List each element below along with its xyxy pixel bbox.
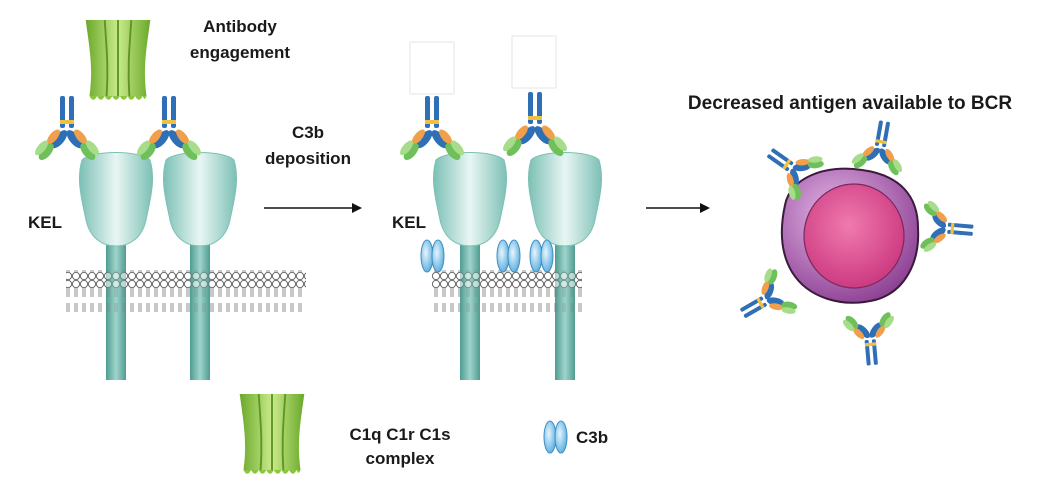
panel-c3b-deposition: KEL — [392, 35, 603, 381]
legend-c1-complex-icon — [238, 393, 306, 475]
c1-complex-engaged — [84, 19, 152, 101]
panel-decreased-antigen: Decreased antigen available to BCR — [688, 93, 1012, 368]
kel-label-left: KEL — [28, 213, 62, 232]
antibody-engagement-label-2: engagement — [190, 43, 290, 62]
legend-c3b-label: C3b — [576, 428, 608, 447]
cell-nucleus — [803, 183, 905, 289]
antibody-middle-1 — [397, 96, 467, 164]
antibody-left-2 — [134, 96, 204, 164]
antibody-cell-3 — [916, 197, 976, 259]
c3b-deposit-1 — [420, 239, 445, 273]
legend-c3b-icon — [543, 420, 568, 454]
kel-protein-left-1 — [78, 152, 154, 381]
antibody-engagement-label: Antibody — [203, 17, 277, 36]
c3b-deposit-2 — [496, 239, 521, 273]
antibody-cell-5 — [839, 308, 901, 368]
antibody-middle-2 — [500, 92, 570, 160]
arrow-to-cell — [646, 203, 710, 213]
c3b-deposit-3 — [529, 239, 554, 273]
kel-protein-middle-1 — [432, 152, 508, 381]
legend-complex-label: C1q C1r C1s — [349, 425, 450, 444]
decreased-antigen-label: Decreased antigen available to BCR — [688, 93, 1012, 114]
antibody-left-1 — [32, 96, 102, 164]
legend-complex-label-2: complex — [366, 449, 436, 468]
c3b-deposition-label-2: deposition — [265, 149, 351, 168]
arrow-c3b-deposition: C3b deposition — [264, 123, 362, 213]
legend: C1q C1r C1s complex C3b — [238, 393, 608, 475]
c3b-deposition-label: C3b — [292, 123, 324, 142]
kel-label-middle: KEL — [392, 213, 426, 232]
kel-protein-left-2 — [162, 152, 238, 381]
panel-antibody-engagement: Antibody engagement KEL — [28, 17, 306, 381]
